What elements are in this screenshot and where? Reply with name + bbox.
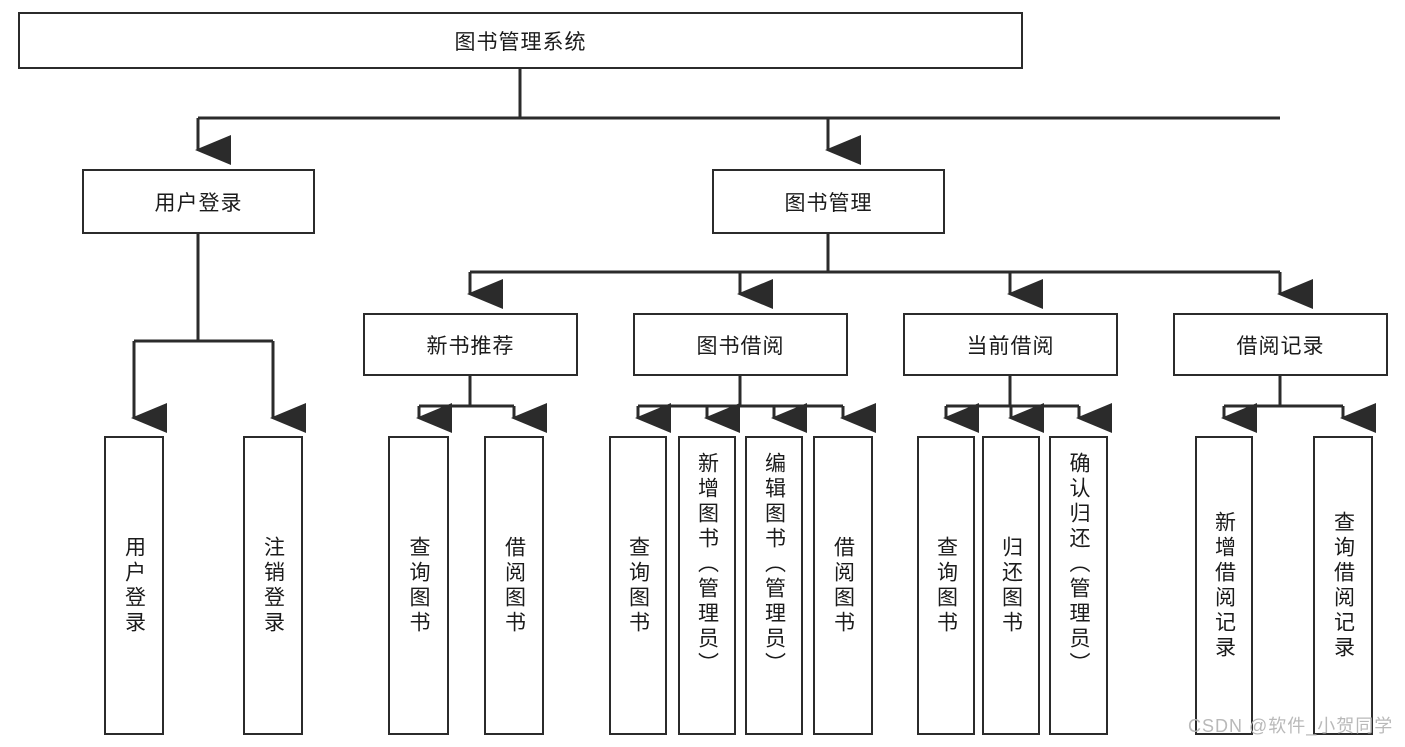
node-label: 查询图书	[407, 535, 430, 636]
node-label: 确认归还（管理员）	[1067, 452, 1090, 677]
leaf-return-books[interactable]: 归还图书	[982, 436, 1040, 735]
leaf-add-borrow-record[interactable]: 新增借阅记录	[1195, 436, 1253, 735]
node-label: 新书推荐	[426, 334, 515, 358]
node-label: 查询借阅记录	[1331, 510, 1355, 661]
node-book-borrow[interactable]: 图书借阅	[633, 313, 848, 376]
node-label: 当前借阅	[966, 334, 1055, 358]
node-label: 注销登录	[261, 535, 285, 636]
leaf-user-login[interactable]: 用户登录	[104, 436, 164, 735]
csdn-watermark: CSDN @软件_小贺同学	[1188, 716, 1394, 736]
leaf-user-logout[interactable]: 注销登录	[243, 436, 303, 735]
leaf-query-borrow-record[interactable]: 查询借阅记录	[1313, 436, 1373, 735]
node-label: 用户登录	[122, 535, 146, 636]
node-borrow-record[interactable]: 借阅记录	[1173, 313, 1388, 376]
node-user-login[interactable]: 用户登录	[82, 169, 315, 234]
node-label: 借阅图书	[831, 535, 855, 636]
node-label: 图书管理	[784, 191, 873, 215]
leaf-add-book-admin[interactable]: 新增图书（管理员）	[678, 436, 736, 735]
node-current-borrow[interactable]: 当前借阅	[903, 313, 1118, 376]
node-label: 新增借阅记录	[1212, 510, 1236, 661]
node-label: 借阅记录	[1236, 334, 1325, 358]
node-root-library-system[interactable]: 图书管理系统	[18, 12, 1023, 69]
node-label: 查询图书	[934, 535, 958, 636]
node-book-management[interactable]: 图书管理	[712, 169, 945, 234]
leaf-query-books-current[interactable]: 查询图书	[917, 436, 975, 735]
node-label: 编辑图书（管理员）	[762, 452, 786, 677]
node-label: 新增图书（管理员）	[695, 452, 719, 677]
leaf-borrow-books-recommend[interactable]: 借阅图书	[484, 436, 544, 735]
leaf-query-books-borrow[interactable]: 查询图书	[609, 436, 667, 735]
node-label: 查询图书	[626, 535, 650, 636]
leaf-query-books-recommend[interactable]: 查询图书	[388, 436, 449, 735]
leaf-edit-book-admin[interactable]: 编辑图书（管理员）	[745, 436, 803, 735]
leaf-confirm-return-admin[interactable]: 确认归还（管理员）	[1049, 436, 1108, 735]
leaf-borrow-books[interactable]: 借阅图书	[813, 436, 873, 735]
node-label: 图书借阅	[696, 334, 785, 358]
node-label: 用户登录	[154, 191, 243, 215]
node-label: 借阅图书	[502, 535, 526, 636]
node-label: 归还图书	[999, 535, 1023, 636]
node-new-book-recommend[interactable]: 新书推荐	[363, 313, 578, 376]
node-label: 图书管理系统	[454, 30, 587, 54]
